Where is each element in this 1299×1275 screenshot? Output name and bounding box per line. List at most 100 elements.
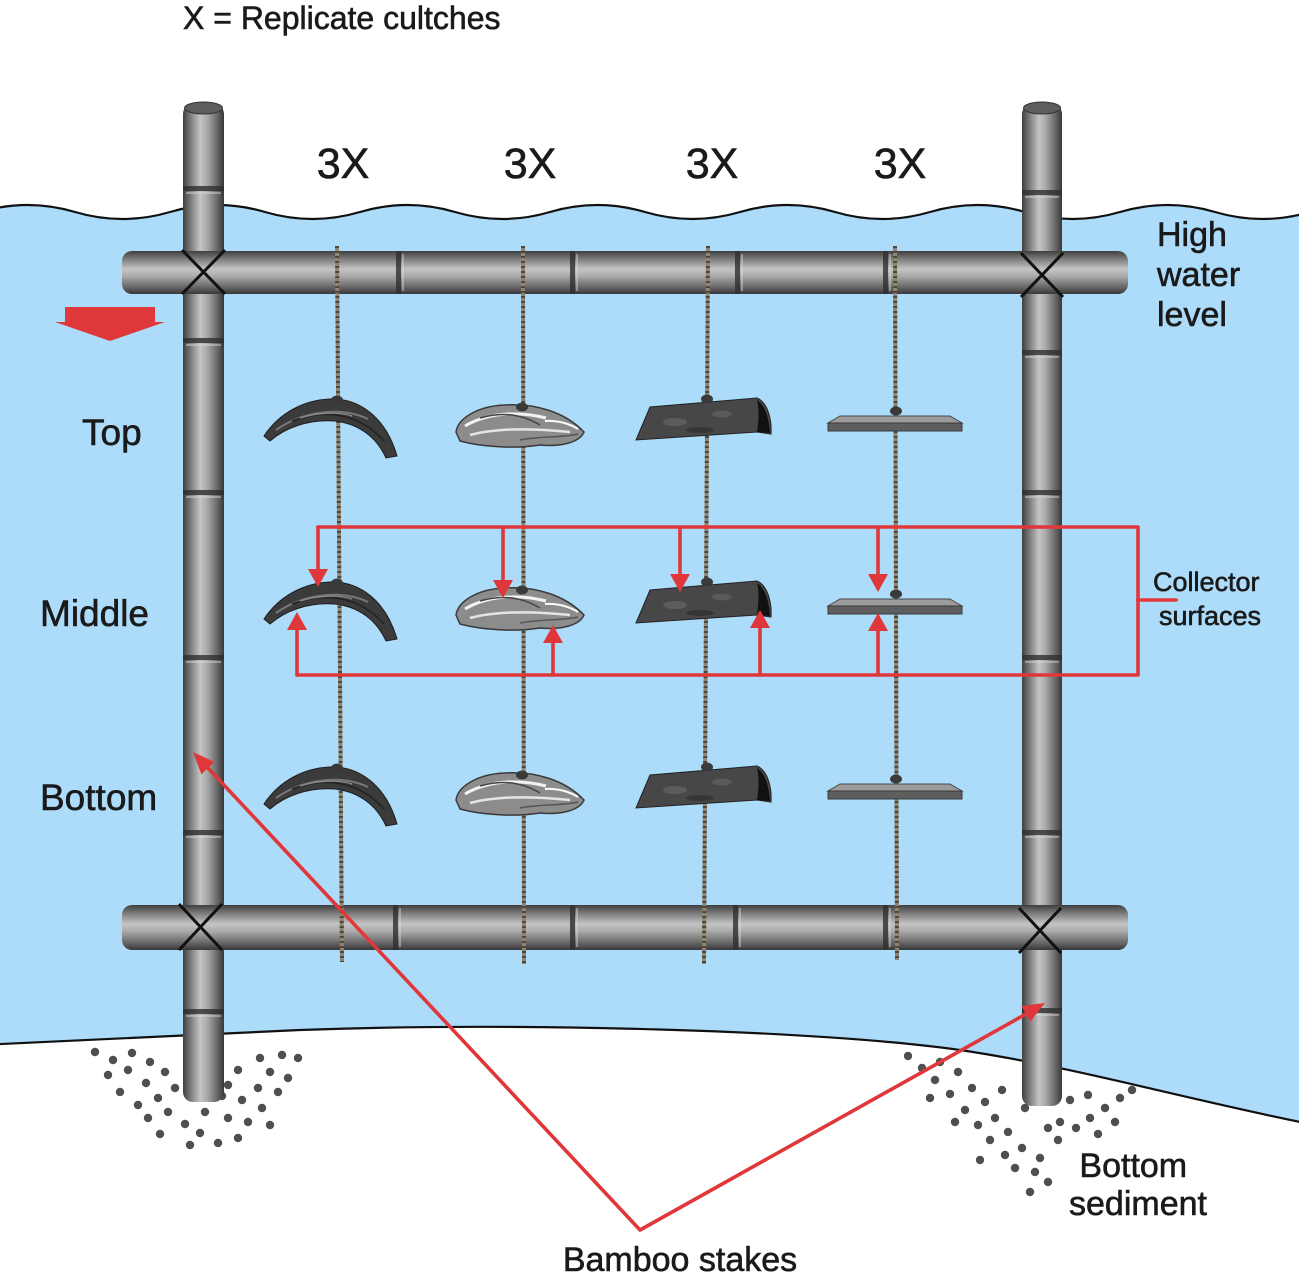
sediment-dot [257,1103,267,1113]
seabed-line [0,1025,1299,1123]
sediment-dot [180,1119,190,1129]
sediment-dot [243,1117,253,1127]
water-level-line: water [1156,256,1240,294]
sediment-dot [975,1155,985,1165]
bamboo-stakes-label: Bamboo stakes [563,1241,797,1275]
sediment-dot [123,1065,133,1075]
up-arrowhead [868,613,888,631]
right-bamboo-stake [1022,101,1062,1106]
down-arrowhead [493,580,513,598]
replicate-label: 3X [504,140,557,188]
bottom-sediment-line: Bottom [1079,1147,1187,1185]
sediment-dot [133,1100,143,1110]
sediment-dot [1030,1167,1040,1177]
water-level-line: level [1157,296,1227,334]
sediment-dot [293,1053,303,1063]
sediment-dot [1025,1187,1035,1197]
sediment-dot [1010,1163,1020,1173]
down-arrowhead [308,569,328,587]
replicate-label: 3X [317,140,370,188]
bottom-sediment-line: sediment [1069,1185,1208,1223]
pointer-arrowhead-left [193,752,215,775]
sediment-dot [143,1113,153,1123]
row-label-bottom: Bottom [40,777,157,818]
sediment-dot [1110,1117,1120,1127]
bamboo-stakes-pointer [193,752,1045,1232]
sediment-dot [1093,1129,1103,1139]
sediment-dot [237,1095,247,1105]
lashing-x [1019,251,1065,299]
sediment-dot [1017,1143,1027,1153]
sediment-dot [990,1113,1000,1123]
sediment-dot [1127,1085,1137,1095]
top-bamboo-pole [122,251,1128,294]
sediment-dot [1065,1095,1075,1105]
replicate-label: 3X [874,140,927,188]
sediment-dot [163,1107,173,1117]
pointer-lines [206,766,1028,1232]
lashing-x [1017,906,1063,955]
water-level-line: High [1157,216,1227,254]
sediment-dot [195,1128,205,1138]
bamboo-node-highlight [399,908,891,947]
left-stake-body [183,104,224,1102]
bamboo-node-highlight [1025,196,1059,1016]
sediment-dot [90,1047,100,1057]
sediment-dot [925,1093,935,1103]
sediment-dot [185,1140,195,1150]
sediment-dot [277,1050,287,1060]
bamboo-node-highlight [186,192,221,1017]
collector-surfaces-label: Collector surfaces [1153,567,1267,631]
replicate-label: 3X [686,140,739,188]
right-stake-top-cap [1023,101,1061,115]
pointer-arrowheads [193,752,1045,1022]
rope-twist [335,245,344,963]
sediment-dot [223,1113,233,1123]
sediment-dot [255,1053,265,1063]
down-arrowhead [868,574,888,592]
sediment-dot [930,1075,940,1085]
pointer-arrowhead-right [1021,1003,1045,1022]
sediment-dot [141,1078,151,1088]
collector-surfaces-line: Collector [1153,567,1260,597]
sediment-dot [1055,1117,1065,1127]
sediment-dot [233,1065,243,1075]
sediment-dot [160,1067,170,1077]
sediment-dot [283,1073,293,1083]
sediment-dot [985,1135,995,1145]
bracket-lines [295,525,1178,677]
sediment-dot [960,1105,970,1115]
down-arrowhead [670,574,690,592]
sediment-dot [945,1089,955,1099]
legend-text: X = Replicate cultches [183,0,501,36]
sediment-dot [265,1120,275,1130]
bottom-pole-body [122,905,1128,950]
sediment-dot [213,1138,223,1148]
sediment-dot [953,1067,963,1077]
sediment-dot [950,1117,960,1127]
lashing-x [180,248,227,296]
sediment-dot [903,1051,913,1061]
row-label-top: Top [82,412,142,453]
bamboo-node-highlight [402,254,891,291]
sediment-dot [1083,1090,1093,1100]
bamboo-node [1022,190,1062,1013]
lashings [177,248,1065,955]
sediment-dot [1003,1127,1013,1137]
up-arrowhead [287,612,307,630]
lashing-x [177,902,224,952]
up-arrowhead [750,610,770,628]
sediment-dot [967,1083,977,1093]
sediment-dot [1000,1150,1010,1160]
sediment-dot [1043,1123,1053,1133]
sediment-dot [153,1093,163,1103]
sediment-dot [1100,1103,1110,1113]
sediment-dot [233,1133,243,1143]
collector-surfaces-bracket [287,525,1178,677]
sediment-dot [223,1080,233,1090]
replicate-labels: 3X 3X 3X 3X [316,140,927,189]
sediment-dot [1035,1153,1045,1163]
sediment-dot [1115,1093,1125,1103]
sediment-dot [200,1107,210,1117]
